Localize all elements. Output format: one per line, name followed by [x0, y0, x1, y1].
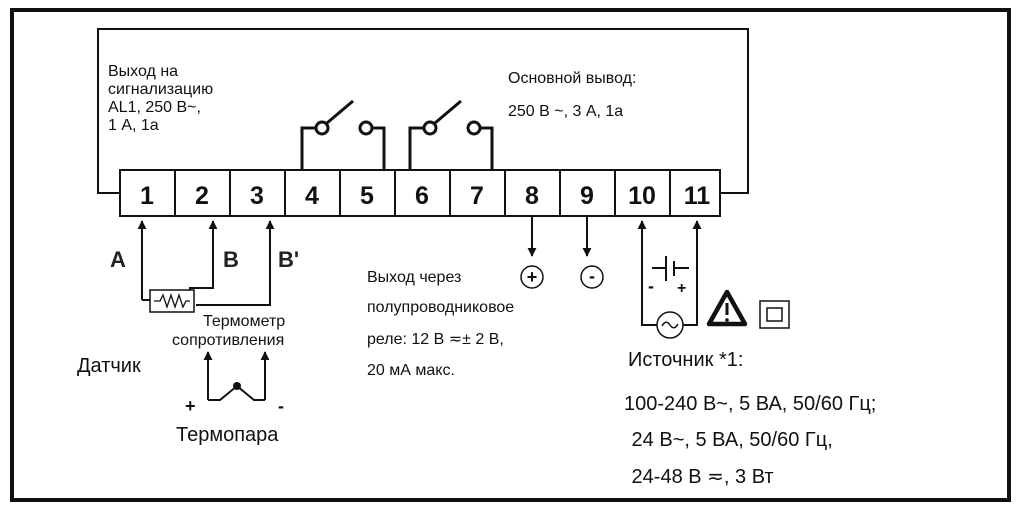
main-output-label: Основной вывод: 250 В ~, 3 А, 1а [508, 70, 641, 120]
dc-plus-label: + [677, 280, 686, 297]
alarm-output-label: Выход на сигнализацию AL1, 250 В~, 1 А, … [108, 63, 218, 134]
terminal-dividers [174, 170, 671, 216]
ssr-output-label: Выход через полупроводниковое реле: 12 В… [367, 269, 519, 379]
sensor-label: Датчик [77, 355, 141, 377]
terminal-4: 4 [305, 182, 319, 210]
input-b-prime-label: B' [278, 247, 299, 272]
terminal-11: 11 [684, 182, 711, 210]
input-a-label: A [110, 247, 126, 272]
alarm-relay-contact [300, 99, 386, 170]
rtd-wire-b-prime [196, 300, 271, 306]
terminal-block [119, 169, 721, 217]
outer-frame [10, 8, 1011, 502]
warning-icon [706, 289, 748, 327]
dc-minus-label: - [648, 276, 654, 296]
ssr-minus-circle [580, 265, 604, 289]
power-source-line-3: 24-48 В ≂, 3 Вт [626, 466, 774, 488]
input-b-label: B [223, 247, 239, 272]
terminal-6: 6 [415, 182, 429, 210]
terminal-2: 2 [195, 182, 209, 210]
thermocouple-plus-label: + [185, 396, 196, 416]
housing-outline [97, 28, 749, 194]
power-source-title: Источник *1: [628, 349, 743, 371]
double-insulation-icon [759, 300, 790, 329]
ssr-minus-sign: - [589, 266, 595, 286]
terminal-10: 10 [628, 182, 656, 210]
ssr-plus-sign: + [527, 267, 538, 287]
power-wire-10 [641, 257, 657, 326]
power-wire-11 [683, 257, 698, 326]
dc-source-symbol [652, 256, 689, 281]
resistor-symbol [149, 289, 195, 313]
terminal-9: 9 [580, 182, 594, 210]
power-source-line-1: 100-240 В~, 5 ВА, 50/60 Гц; [624, 393, 876, 415]
terminal-5: 5 [360, 182, 374, 210]
power-source-line-2: 24 В~, 5 ВА, 50/60 Гц, [626, 429, 833, 451]
terminal-7: 7 [470, 182, 484, 210]
terminal-8: 8 [525, 182, 539, 210]
thermocouple-minus-label: - [278, 396, 284, 416]
ac-wave-icon [661, 321, 679, 329]
ssr-plus-circle [520, 265, 544, 289]
terminal-1: 1 [140, 182, 154, 210]
main-relay-contact [408, 99, 494, 170]
thermocouple-junction-dot [233, 382, 241, 390]
terminal-numbers: 1 2 3 4 5 6 7 8 9 10 11 [140, 182, 710, 210]
rtd-label: Термометр сопротивления [172, 313, 290, 349]
thermocouple-label: Термопара [176, 424, 279, 446]
terminal-3: 3 [250, 182, 264, 210]
